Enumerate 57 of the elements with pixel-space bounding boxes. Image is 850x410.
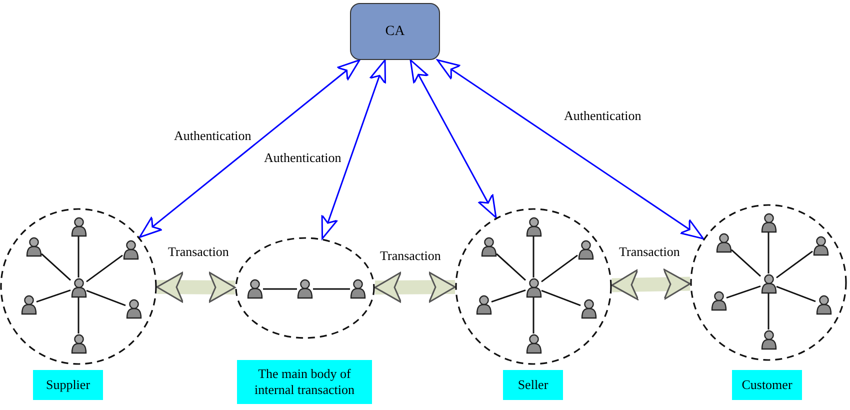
person-icon xyxy=(716,232,732,252)
caption-box: Customer xyxy=(732,370,802,400)
link-line xyxy=(86,254,123,282)
double-arrow xyxy=(156,271,236,304)
link-line xyxy=(496,253,526,281)
link-line xyxy=(491,290,526,302)
link-line xyxy=(86,290,126,306)
double-arrow xyxy=(321,59,386,240)
link-line xyxy=(532,298,534,334)
person-icon xyxy=(580,298,596,318)
person-icon xyxy=(816,294,832,314)
person-icon xyxy=(480,236,496,256)
double-arrow xyxy=(410,59,497,218)
link-line xyxy=(768,294,770,330)
dashed-group-circle xyxy=(0,208,157,365)
link-line xyxy=(313,288,350,290)
link-line xyxy=(776,286,816,302)
link-line xyxy=(78,298,80,334)
person-icon xyxy=(70,216,86,236)
double-arrow xyxy=(138,59,360,238)
person-icon xyxy=(70,278,86,298)
person-icon xyxy=(578,240,594,260)
person-icon xyxy=(26,236,42,256)
person-icon xyxy=(70,334,86,354)
link-line xyxy=(263,288,297,290)
double-arrow xyxy=(436,59,704,240)
dashed-group-circle xyxy=(690,204,847,361)
person-icon xyxy=(350,279,366,299)
dashed-group-circle xyxy=(235,237,375,339)
person-icon xyxy=(476,294,492,314)
person-icon xyxy=(812,236,828,256)
caption-box: The main body of internal transaction xyxy=(237,360,372,404)
person-icon xyxy=(710,290,726,310)
link-line xyxy=(731,249,761,277)
link-line xyxy=(776,250,813,278)
double-arrow xyxy=(611,268,691,300)
caption-box: Supplier xyxy=(33,370,103,400)
person-icon xyxy=(760,330,776,350)
link-line xyxy=(541,290,581,306)
link-line xyxy=(726,286,761,298)
person-icon xyxy=(126,298,142,318)
person-icon xyxy=(297,279,313,299)
dashed-group-circle xyxy=(455,208,612,365)
double-arrow xyxy=(374,271,456,304)
person-icon xyxy=(20,294,36,314)
link-line xyxy=(541,254,578,282)
person-icon xyxy=(526,334,542,354)
authority-box: CA xyxy=(350,3,440,60)
caption-box: Seller xyxy=(503,370,563,400)
person-icon xyxy=(760,274,776,294)
link-line xyxy=(36,290,71,302)
person-icon xyxy=(526,278,542,298)
link-line xyxy=(41,253,71,281)
person-icon xyxy=(122,240,138,260)
person-icon xyxy=(247,279,263,299)
person-icon xyxy=(760,212,776,232)
person-icon xyxy=(526,216,542,236)
